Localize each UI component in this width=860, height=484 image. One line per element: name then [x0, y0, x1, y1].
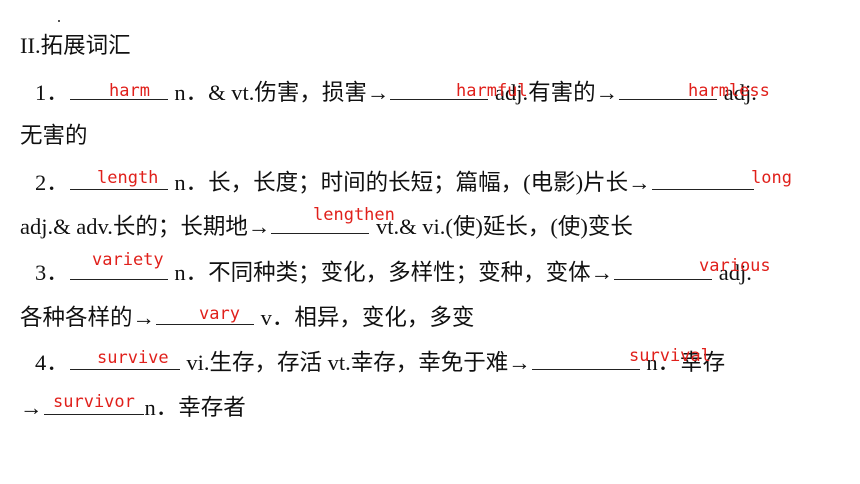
item-2-blank-2[interactable] [651, 167, 754, 190]
item-4-blank-3[interactable] [43, 392, 144, 415]
item-1-text-3: adj. [718, 80, 757, 105]
item-4-text-3: → [20, 395, 43, 420]
item-4-text-1: vi.生存，存活 vt.幸存，幸免于难→ [180, 350, 531, 375]
item-4-blank-2[interactable] [531, 347, 640, 370]
item-4-text-4: n．幸存者 [144, 395, 246, 420]
item-1-blank-1[interactable] [69, 77, 168, 100]
answer-long: long [751, 168, 792, 188]
answer-length: length [97, 168, 159, 188]
item-2-line-1: 2． n．长，长度；时间的长短；篇幅，(电影)片长→ [20, 167, 755, 198]
answer-survive: survive [97, 348, 169, 368]
item-3-line-2: 各种各样的→ v．相异，变化，多变 [20, 302, 474, 333]
item-1-blank-3[interactable] [619, 77, 718, 100]
item-1-line-1: 1． n．& vt.伤害，损害→ adj.有害的→ adj. [20, 77, 757, 108]
item-3-text-2: adj. [713, 260, 752, 285]
answer-lengthen: lengthen [313, 205, 395, 225]
answer-harmless: harmless [688, 81, 770, 101]
item-4-blank-1[interactable] [69, 347, 180, 370]
item-3-number: 3． [35, 260, 69, 285]
section-title: II.拓展词汇 [20, 33, 131, 58]
item-2-blank-3[interactable] [271, 211, 370, 234]
item-3-line-1: 3． n．不同种类；变化，多样性；变种，变体→ adj. [20, 257, 752, 288]
item-1-text-2: adj.有害的→ [489, 80, 619, 105]
item-1-number: 1． [35, 80, 69, 105]
answer-survivor: survivor [53, 392, 135, 412]
item-3-blank-1[interactable] [69, 257, 168, 280]
item-2-text-1: n．长，长度；时间的长短；篇幅，(电影)片长→ [168, 170, 651, 195]
answer-vary: vary [199, 304, 240, 324]
item-2-text-2: adj.& adv.长的；长期地→ [20, 214, 271, 239]
item-2-blank-1[interactable] [69, 167, 168, 190]
answer-survival: survival [629, 346, 711, 366]
item-4-line-1: 4． vi.生存，存活 vt.幸存，幸免于难→ n．幸存 [20, 347, 725, 378]
item-4-line-2: → n．幸存者 [20, 392, 246, 423]
item-1-blank-2[interactable] [390, 77, 489, 100]
item-4-number: 4． [35, 350, 69, 375]
item-3-text-4: v．相异，变化，多变 [255, 305, 475, 330]
answer-harmful: harmful [456, 81, 528, 101]
decorative-dot [58, 20, 60, 22]
item-1-line-2: 无害的 [20, 123, 88, 148]
item-2-number: 2． [35, 170, 69, 195]
answer-harm: harm [109, 81, 150, 101]
item-2-line-2: adj.& adv.长的；长期地→ vt.& vi.(使)延长，(使)变长 [20, 211, 633, 242]
item-2-text-3: vt.& vi.(使)延长，(使)变长 [370, 214, 633, 239]
item-1-text-1: n．& vt.伤害，损害→ [168, 80, 390, 105]
item-3-text-1: n．不同种类；变化，多样性；变种，变体→ [168, 260, 614, 285]
item-3-blank-2[interactable] [614, 257, 713, 280]
item-3-blank-3[interactable] [156, 302, 255, 325]
answer-variety: variety [92, 250, 164, 270]
item-4-text-2: n．幸存 [640, 350, 726, 375]
answer-various: various [699, 256, 771, 276]
item-3-text-3: 各种各样的→ [20, 305, 156, 330]
